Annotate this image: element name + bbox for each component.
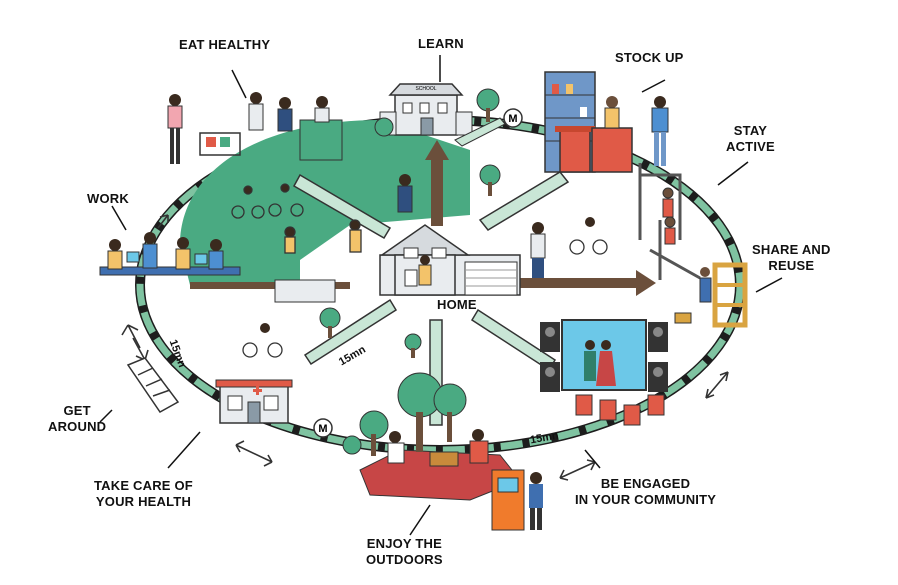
healthy-shoppers [167,92,343,164]
reuse-shelf [674,262,748,328]
direction-arrows [190,140,656,296]
home-house [379,224,521,296]
label-eat-healthy: EAT HEALTHY [179,37,271,52]
outdoor-cinema [540,319,668,426]
street-people [242,164,608,358]
stairs-icon [126,357,180,413]
metro-sign-top: M [508,113,517,125]
label-home: HOME [437,297,477,312]
leader-lines [99,55,783,536]
coworking-space [99,232,336,303]
gym-equipment [638,163,701,280]
grocery-store [544,71,669,173]
school-sign: SCHOOL [415,86,436,92]
picnic-scene [359,372,521,501]
park-cyclists [231,183,362,254]
label-work: WORK [87,191,129,206]
label-learn: LEARN [418,36,464,51]
health-clinic: M [215,379,362,455]
metro-sign-bottom: M [318,423,327,435]
label-stock-up: STOCK UP [615,50,684,65]
atm-kiosk [491,469,543,531]
school-building: M SCHOOL [374,83,523,147]
